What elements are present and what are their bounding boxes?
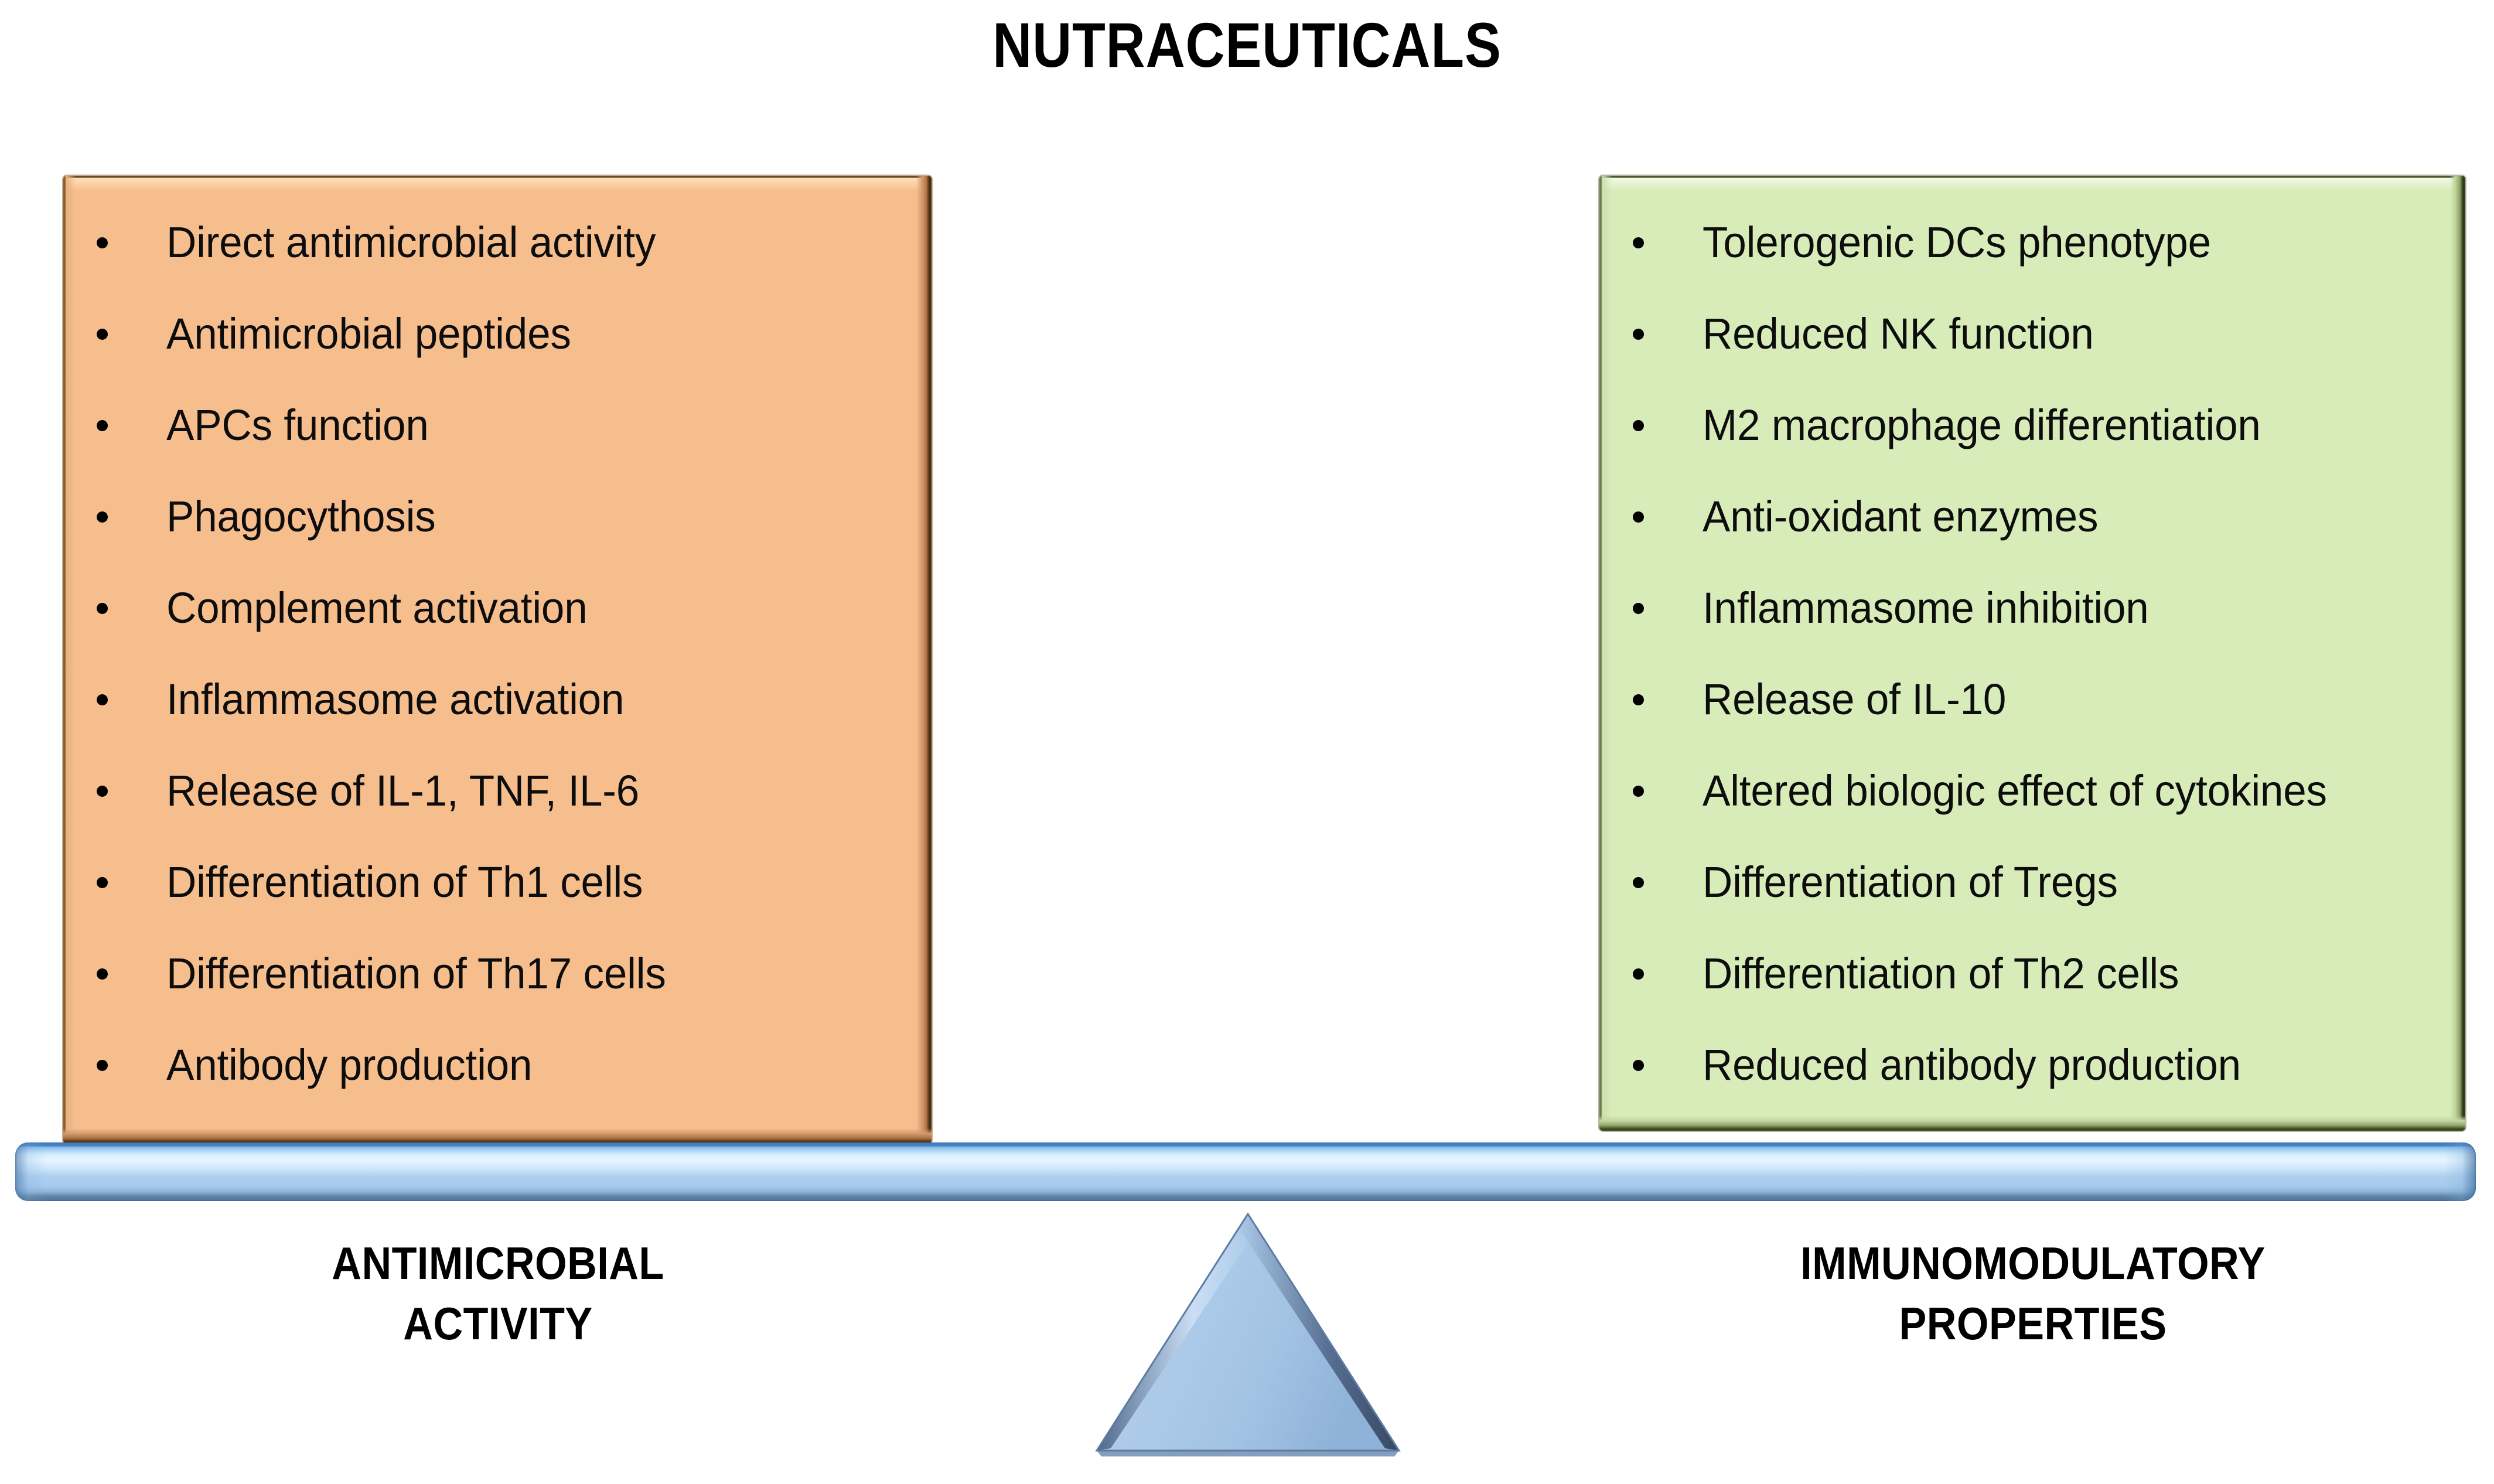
- list-item: Release of IL-1, TNF, IL-6: [63, 745, 932, 837]
- list-item-label: Antimicrobial peptides: [166, 309, 571, 358]
- beam-end-right: [2444, 1142, 2476, 1201]
- bullet-dot-icon: [97, 968, 108, 980]
- list-item-label: Release of IL-1, TNF, IL-6: [166, 766, 640, 815]
- label-line-2: ACTIVITY: [403, 1297, 593, 1349]
- list-item: Differentiation of Tregs: [1599, 837, 2465, 928]
- list-item-label: Inflammasome activation: [166, 675, 625, 724]
- list-item-label: Release of IL-10: [1703, 675, 2007, 724]
- bullet-dot-icon: [97, 877, 108, 888]
- bullet-dot-icon: [1633, 420, 1644, 431]
- bullet-dot-icon: [97, 694, 108, 705]
- list-item: Antimicrobial peptides: [63, 288, 932, 380]
- list-item-label: M2 macrophage differentiation: [1703, 401, 2261, 449]
- list-item-label: Anti-oxidant enzymes: [1703, 492, 2099, 541]
- bullet-dot-icon: [1633, 877, 1644, 888]
- list-item: Direct antimicrobial activity: [63, 197, 932, 288]
- immunomodulatory-properties-label: IMMUNOMODULATORY PROPERTIES: [1659, 1233, 2407, 1354]
- panel-bevel-bottom: [1599, 1115, 2465, 1131]
- beam-end-left: [15, 1142, 47, 1201]
- list-item-label: Tolerogenic DCs phenotype: [1703, 218, 2211, 267]
- list-item-label: Direct antimicrobial activity: [166, 218, 656, 267]
- label-line-1: IMMUNOMODULATORY: [1800, 1237, 2266, 1289]
- list-item: Release of IL-10: [1599, 654, 2465, 745]
- list-item: Antibody production: [63, 1019, 932, 1111]
- list-item-label: Differentiation of Tregs: [1703, 858, 2118, 906]
- bullet-dot-icon: [1633, 1060, 1644, 1071]
- list-item: Phagocythosis: [63, 471, 932, 562]
- bullet-dot-icon: [1633, 968, 1644, 980]
- bullet-dot-icon: [97, 786, 108, 797]
- bullet-dot-icon: [97, 420, 108, 431]
- bullet-dot-icon: [97, 511, 108, 523]
- balance-fulcrum: [1090, 1206, 1406, 1459]
- list-item: Reduced NK function: [1599, 288, 2465, 380]
- panel-bevel-bottom: [63, 1128, 932, 1144]
- list-item-label: APCs function: [166, 401, 429, 449]
- list-item: Differentiation of Th17 cells: [63, 928, 932, 1019]
- list-item-label: Differentiation of Th2 cells: [1703, 949, 2179, 998]
- bullet-dot-icon: [1633, 786, 1644, 797]
- list-item: Reduced antibody production: [1599, 1019, 2465, 1111]
- label-line-1: ANTIMICROBIAL: [332, 1237, 664, 1289]
- list-item: Altered biologic effect of cytokines: [1599, 745, 2465, 837]
- bullet-dot-icon: [1633, 329, 1644, 340]
- bullet-dot-icon: [97, 329, 108, 340]
- list-item: Inflammasome activation: [63, 654, 932, 745]
- list-item-label: Antibody production: [166, 1040, 533, 1089]
- bullet-dot-icon: [97, 603, 108, 614]
- list-item-label: Reduced NK function: [1703, 309, 2094, 358]
- list-item: Inflammasome inhibition: [1599, 562, 2465, 654]
- antimicrobial-activity-label: ANTIMICROBIAL ACTIVITY: [129, 1233, 867, 1354]
- list-item: Tolerogenic DCs phenotype: [1599, 197, 2465, 288]
- list-item: Complement activation: [63, 562, 932, 654]
- list-item-label: Altered biologic effect of cytokines: [1703, 766, 2327, 815]
- label-line-2: PROPERTIES: [1899, 1297, 2167, 1349]
- bullet-dot-icon: [97, 1060, 108, 1071]
- bullet-dot-icon: [97, 237, 108, 248]
- list-item-label: Reduced antibody production: [1703, 1040, 2241, 1089]
- list-item: Differentiation of Th2 cells: [1599, 928, 2465, 1019]
- list-item-label: Inflammasome inhibition: [1703, 584, 2149, 632]
- bullet-dot-icon: [1633, 603, 1644, 614]
- list-item-label: Complement activation: [166, 584, 588, 632]
- bullet-dot-icon: [1633, 511, 1644, 523]
- bullet-dot-icon: [1633, 237, 1644, 248]
- list-item: Differentiation of Th1 cells: [63, 837, 932, 928]
- list-item: APCs function: [63, 380, 932, 471]
- list-item: M2 macrophage differentiation: [1599, 380, 2465, 471]
- bullet-dot-icon: [1633, 694, 1644, 705]
- list-item-label: Differentiation of Th1 cells: [166, 858, 643, 906]
- page-title: NUTRACEUTICALS: [992, 9, 1502, 80]
- list-item-label: Differentiation of Th17 cells: [166, 949, 666, 998]
- list-item: Anti-oxidant enzymes: [1599, 471, 2465, 562]
- balance-beam: [15, 1142, 2476, 1201]
- list-item-label: Phagocythosis: [166, 492, 436, 541]
